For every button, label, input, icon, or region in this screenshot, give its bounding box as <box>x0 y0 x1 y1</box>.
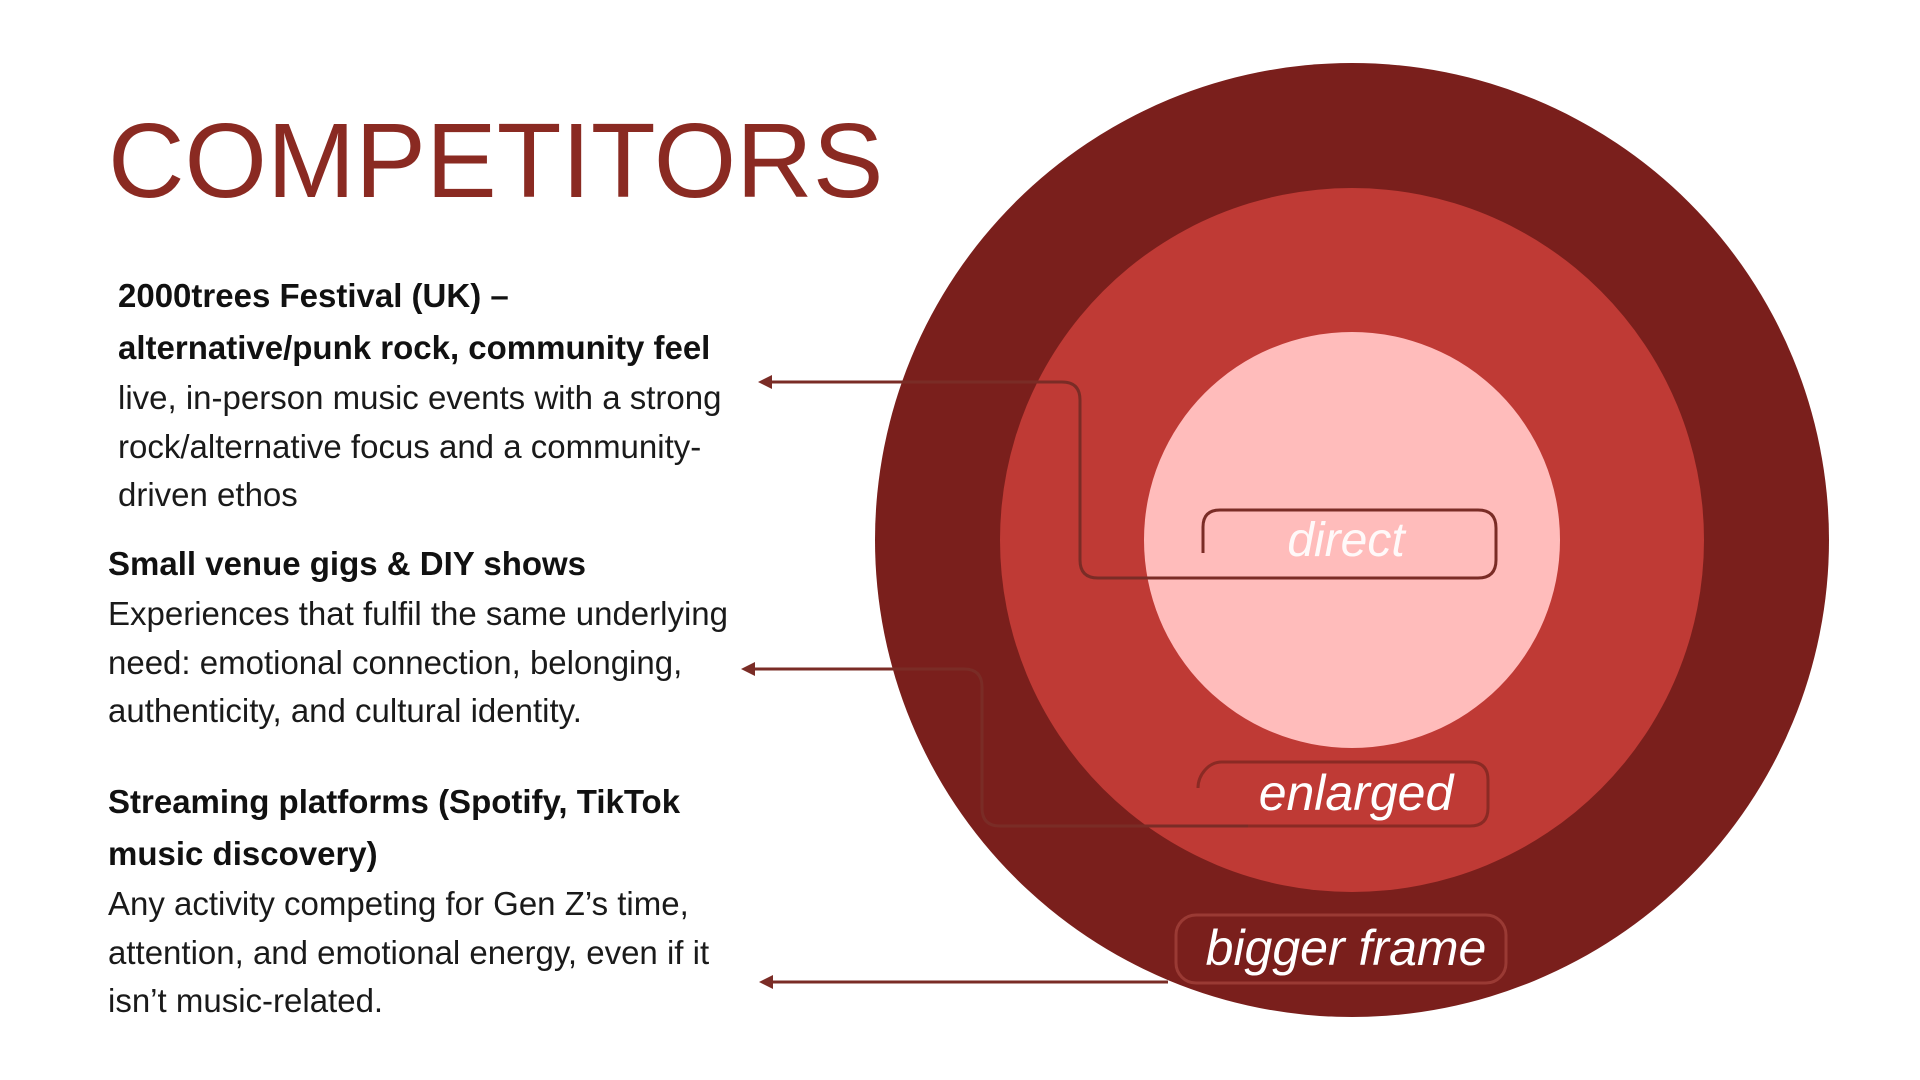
arrow-head-icon <box>758 375 772 389</box>
ring-label-enlarged: enlarged <box>1259 765 1456 821</box>
label-frame-direct <box>1201 508 1498 580</box>
competitor-heading-line: 2000trees Festival (UK) – <box>118 277 509 314</box>
competitor-block-enlarged: Small venue gigs & DIY shows Experiences… <box>108 538 788 736</box>
label-frame-bigger-frame <box>1174 913 1508 985</box>
competitor-heading: Streaming platforms (Spotify, TikTok mus… <box>108 776 788 880</box>
label-frame-enlarged <box>1196 760 1490 828</box>
competitor-heading: Small venue gigs & DIY shows <box>108 545 587 582</box>
competitor-description: live, in-person music events with a stro… <box>118 379 722 513</box>
arrow-head-icon <box>759 975 773 989</box>
ring-direct <box>1144 332 1560 748</box>
connector-line-enlarged <box>749 667 1248 828</box>
competitor-block-bigger-frame: Streaming platforms (Spotify, TikTok mus… <box>108 776 788 1026</box>
competitor-description: Experiences that fulfil the same underly… <box>108 595 729 729</box>
competitor-block-direct: 2000trees Festival (UK) – alternative/pu… <box>118 270 798 520</box>
competitor-heading-line: music discovery) <box>108 835 378 872</box>
competitor-heading-line: alternative/punk rock, community feel <box>118 329 711 366</box>
competitor-description: Any activity competing for Gen Z’s time,… <box>108 885 710 1019</box>
connector-line-direct <box>766 380 1268 580</box>
arrow-head-icon <box>741 662 755 676</box>
competitor-heading-line: Streaming platforms (Spotify, TikTok <box>108 783 681 820</box>
ring-label-direct: direct <box>1287 514 1406 567</box>
page-title: COMPETITORS <box>108 102 884 220</box>
competitor-heading: 2000trees Festival (UK) – alternative/pu… <box>118 270 798 374</box>
ring-label-bigger-frame: bigger frame <box>1206 920 1487 976</box>
